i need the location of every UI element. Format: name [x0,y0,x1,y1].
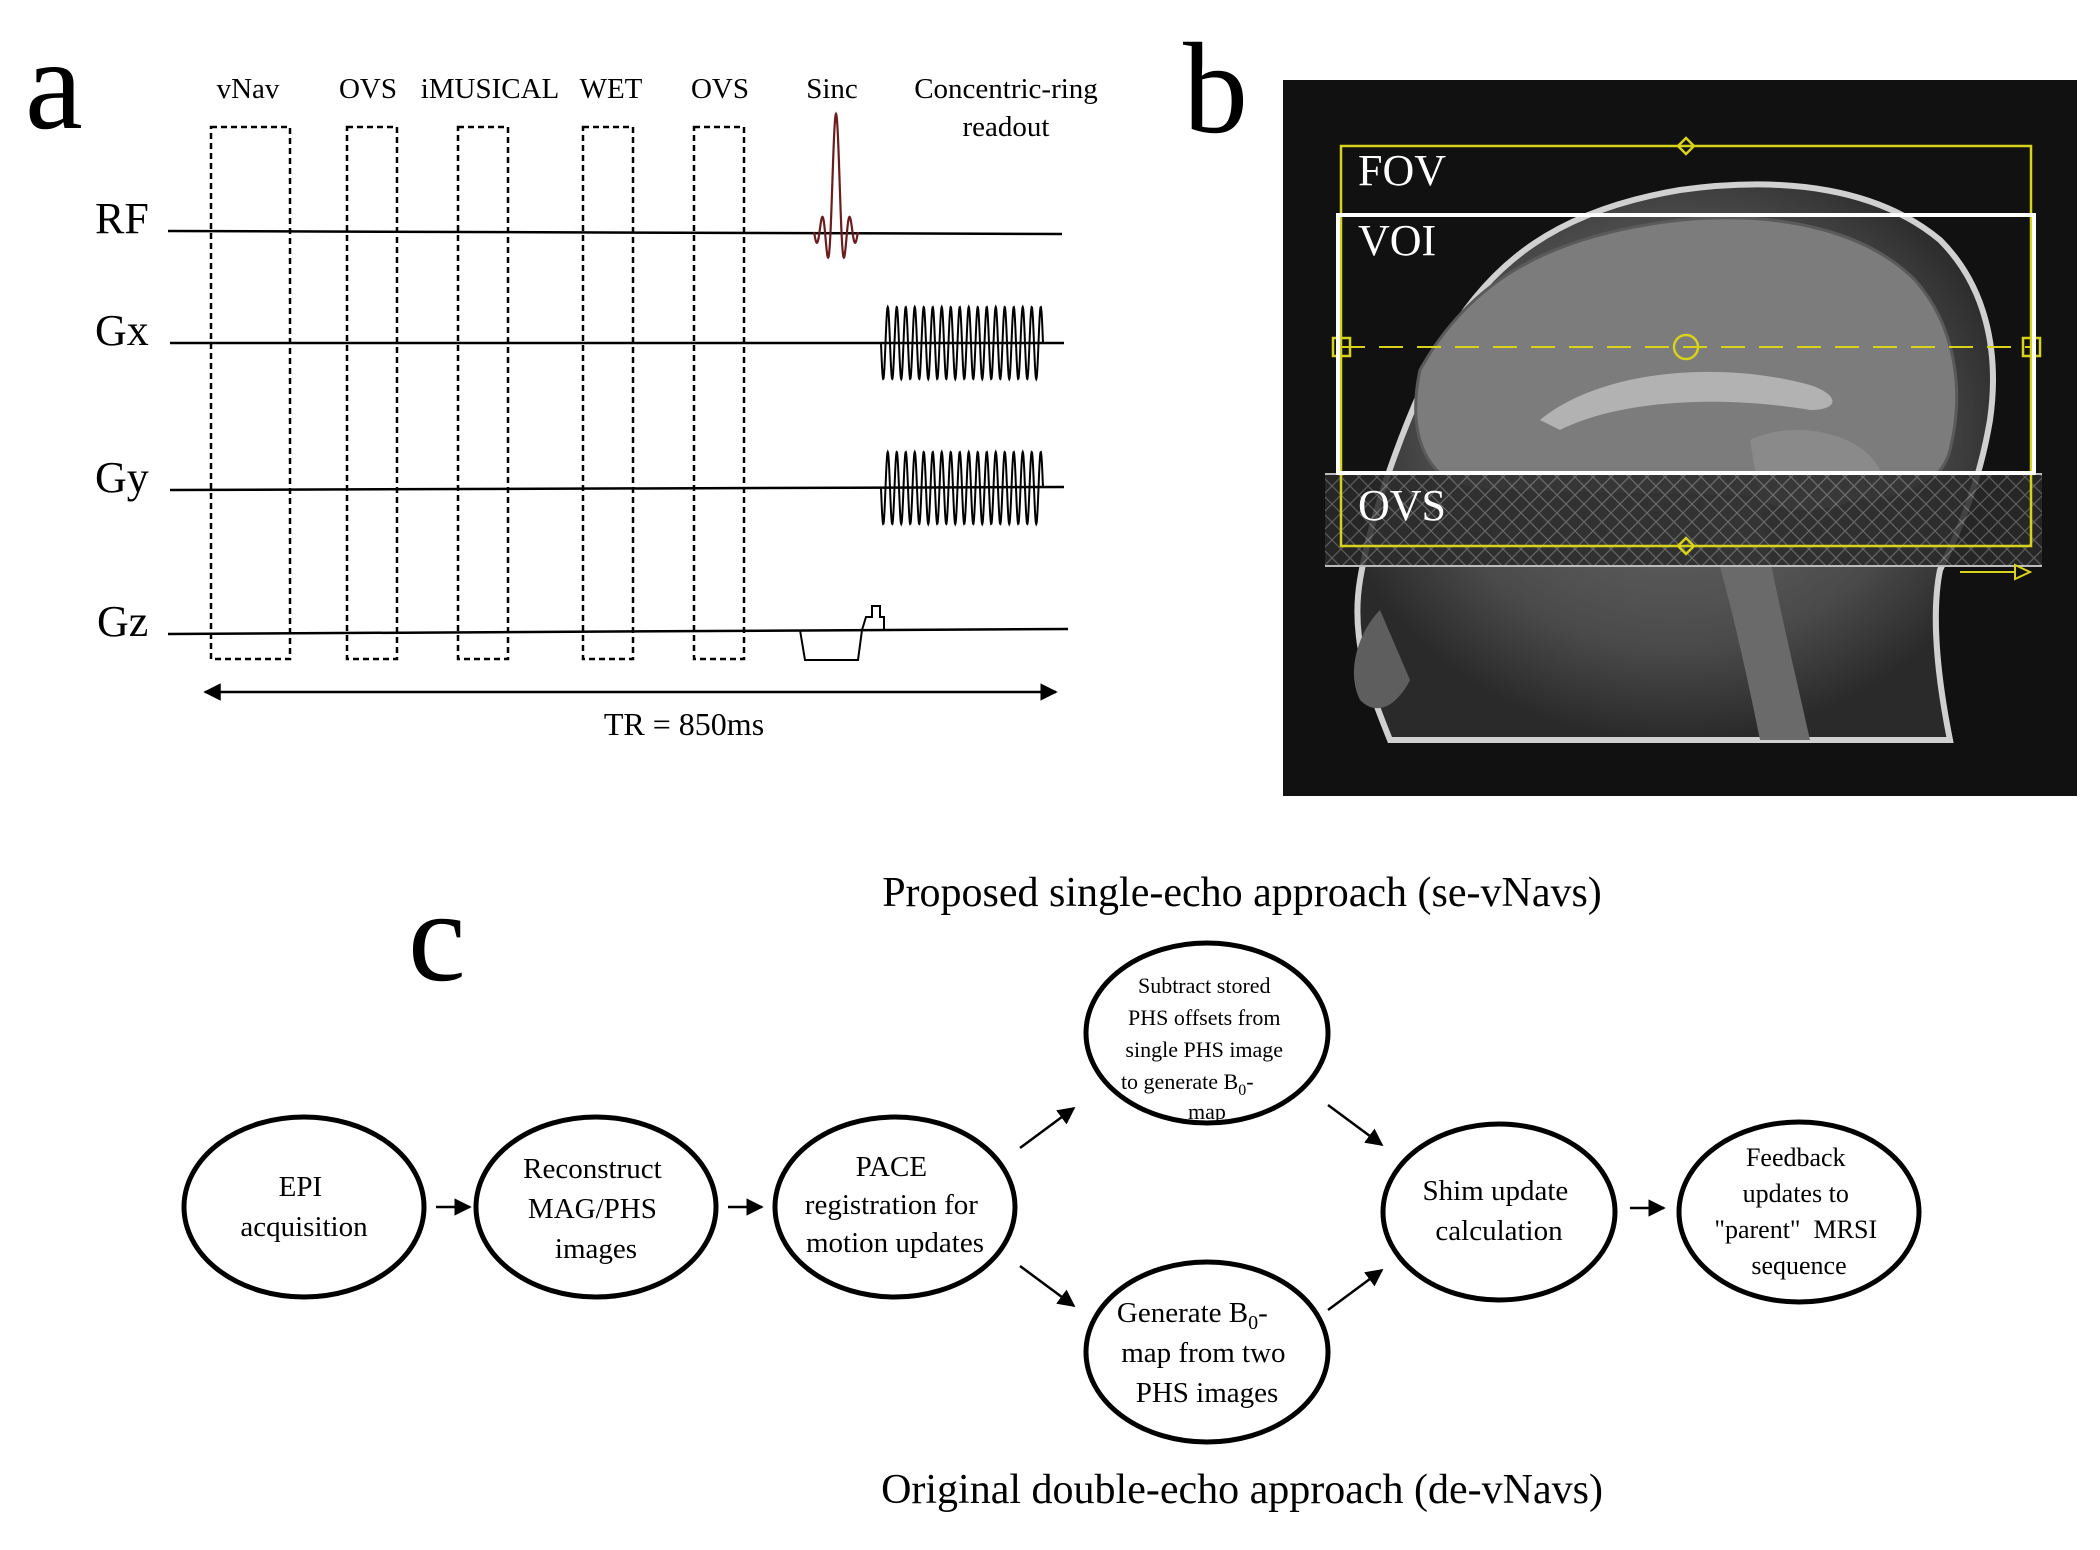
node-subtract-phs [1083,940,1331,1126]
node-epi-acquisition [181,1114,427,1300]
voi-box [1336,213,2036,475]
axis-line-gz [167,627,1069,636]
panel-b-label: b [1183,17,1248,161]
axis-label-rf: RF [95,194,149,243]
readout-label-line-2: readout [963,111,1050,143]
node-reconstruct-line-2: MAG/PHS [528,1193,657,1225]
node-feedback-line-4: sequence [1751,1251,1846,1280]
block-label-ovs-2: OVS [691,73,749,105]
block-imusical [456,125,510,661]
panel-a: a vNav OVS iMUSICAL WET OVS Sinc Concent… [25,13,1098,742]
readout-label-line-1: Concentric-ring [914,73,1098,105]
node-feedback-line-1: Feedback [1746,1143,1846,1172]
block-ovs-2 [692,125,746,661]
node-generate-line-2: map from two [1121,1337,1285,1369]
node-reconstruct-line-3: images [555,1233,637,1265]
node-reconstruct-text: Reconstruct MAG/PHS images [523,1153,669,1265]
axis-label-gx: Gx [95,306,149,355]
fov-direction-arrow [1960,563,2033,581]
node-generate-line-3: PHS images [1136,1377,1279,1409]
node-pace-text: PACE registration for motion updates [805,1151,985,1259]
gy-readout-waveform [880,449,1044,527]
node-epi-text: EPI acquisition [240,1171,368,1243]
panel-b: b FOV VOI OVS [1183,17,2077,796]
node-pace-registration [772,1114,1018,1300]
panel-c: c Proposed single-echo approach (se-vNav… [181,865,1922,1513]
node-generate-text: Generate B0- map from two PHS images [1117,1297,1293,1409]
node-subtract-line-3: single PHS image [1125,1037,1283,1062]
axis-line-gy [169,485,1065,492]
block-label-sinc: Sinc [806,73,858,105]
node-feedback [1676,1119,1922,1305]
node-feedback-line-2: updates to [1743,1179,1849,1208]
node-shim-line-2: calculation [1435,1215,1563,1247]
ovs-label: OVS [1358,481,1446,530]
node-subtract-line-1: Subtract stored [1138,973,1271,998]
node-subtract-text: Subtract stored PHS offsets from single … [1121,973,1289,1124]
node-feedback-text: Feedback updates to "parent" MRSI sequen… [1714,1143,1883,1280]
mri-sagittal-head [1353,181,1996,743]
fov-bottom-handle [1676,536,1696,556]
node-subtract-subscript: 0 [1238,1082,1246,1099]
node-shim-line-1: Shim update [1422,1175,1568,1207]
node-shim-update [1380,1121,1618,1303]
block-label-vnav: vNav [217,73,280,105]
axis-label-gy: Gy [95,453,149,502]
top-approach-title: Proposed single-echo approach (se-vNavs) [882,870,1602,916]
node-pace-line-3: motion updates [806,1227,984,1259]
arrow-pace-to-generate [1019,1264,1076,1308]
node-subtract-line-4: to generate B [1121,1069,1238,1094]
panel-c-label: c [408,865,466,1009]
node-generate-subscript: 0 [1248,1312,1258,1334]
node-reconstruct [473,1114,719,1300]
node-generate-b0 [1083,1259,1331,1445]
node-reconstruct-line-1: Reconstruct [523,1153,662,1185]
node-pace-line-1: PACE [856,1151,927,1183]
voi-label: VOI [1358,216,1436,265]
node-generate-line-1: Generate B [1117,1297,1248,1329]
axis-label-gz: Gz [97,597,148,646]
node-subtract-line-5: map [1188,1099,1226,1124]
node-subtract-line-2: PHS offsets from [1128,1005,1280,1030]
fov-center-handle [1672,333,1700,361]
block-ovs-1 [345,125,399,661]
gz-slice-gradient [799,605,885,661]
node-shim-text: Shim update calculation [1422,1175,1575,1247]
axis-line-rf [167,229,1063,236]
arrow-generate-to-shim [1327,1268,1384,1312]
panel-a-label: a [25,13,83,157]
block-label-imusical: iMUSICAL [421,73,560,105]
node-feedback-line-3: "parent" MRSI [1714,1215,1877,1244]
block-vnav [209,125,292,661]
bottom-approach-title: Original double-echo approach (de-vNavs) [881,1467,1603,1513]
arrow-subtract-to-shim [1327,1103,1384,1147]
node-epi-line-2: acquisition [240,1211,368,1243]
node-pace-line-2: registration for [805,1189,978,1221]
block-label-wet: WET [580,73,643,105]
gx-readout-waveform [880,304,1044,382]
node-epi-line-1: EPI [279,1171,323,1203]
block-wet [581,125,635,661]
arrow-pace-to-subtract [1019,1106,1076,1150]
sinc-pulse [812,111,860,260]
fov-right-handle [2021,336,2042,358]
node-generate-hyphen: - [1258,1297,1268,1329]
block-label-ovs-1: OVS [339,73,397,105]
fov-left-handle [1331,336,1352,358]
tr-label: TR = 850ms [604,706,764,742]
fov-top-handle [1676,136,1696,156]
node-subtract-hyphen: - [1246,1069,1253,1094]
fov-label: FOV [1358,146,1446,195]
